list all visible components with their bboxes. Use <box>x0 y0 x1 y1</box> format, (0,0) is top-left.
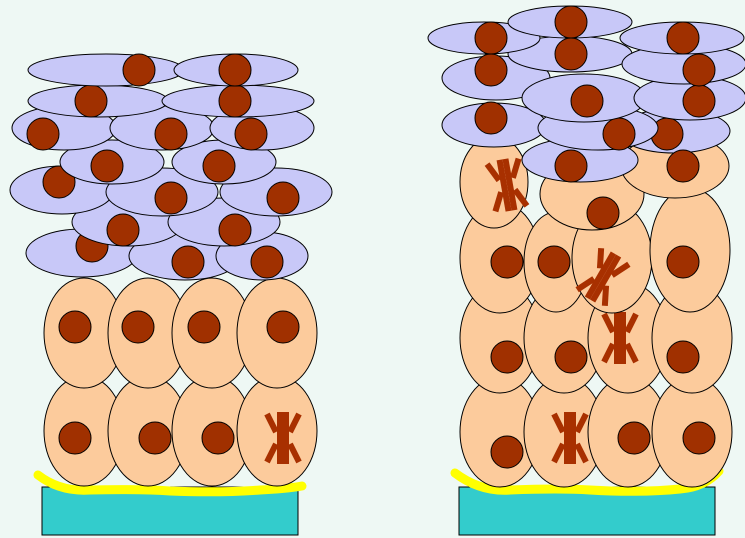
nucleus-icon <box>475 54 507 86</box>
nucleus-icon <box>27 118 59 150</box>
nucleus-icon <box>683 54 715 86</box>
nucleus-icon <box>155 182 187 214</box>
nucleus-icon <box>267 311 299 343</box>
nucleus-icon <box>219 54 251 86</box>
nucleus-icon <box>587 197 619 229</box>
nucleus-icon <box>555 150 587 182</box>
panel-right <box>428 6 745 535</box>
nucleus-icon <box>203 150 235 182</box>
nucleus-icon <box>555 6 587 38</box>
nucleus-icon <box>475 22 507 54</box>
nucleus-icon <box>251 246 283 278</box>
nucleus-icon <box>122 311 154 343</box>
nucleus-icon <box>91 150 123 182</box>
nucleus-icon <box>491 341 523 373</box>
nucleus-icon <box>172 246 204 278</box>
nucleus-icon <box>188 311 220 343</box>
nucleus-icon <box>219 214 251 246</box>
nucleus-icon <box>683 422 715 454</box>
nucleus-icon <box>59 311 91 343</box>
nucleus-icon <box>603 118 635 150</box>
nucleus-icon <box>667 341 699 373</box>
nucleus-icon <box>155 118 187 150</box>
superficial-cell <box>28 54 184 86</box>
nucleus-icon <box>491 436 523 468</box>
nucleus-icon <box>571 85 603 117</box>
nucleus-icon <box>139 422 171 454</box>
nucleus-icon <box>235 118 267 150</box>
nucleus-icon <box>202 422 234 454</box>
nucleus-icon <box>491 246 523 278</box>
nucleus-icon <box>618 422 650 454</box>
nucleus-icon <box>123 54 155 86</box>
panel-left <box>10 54 332 535</box>
nucleus-icon <box>107 214 139 246</box>
nucleus-icon <box>219 85 251 117</box>
nucleus-icon <box>683 85 715 117</box>
nucleus-icon <box>667 150 699 182</box>
nucleus-icon <box>538 246 570 278</box>
nucleus-icon <box>667 22 699 54</box>
nucleus-icon <box>555 341 587 373</box>
nucleus-icon <box>267 182 299 214</box>
nucleus-icon <box>59 422 91 454</box>
basal-cell <box>460 136 528 228</box>
nucleus-icon <box>75 85 107 117</box>
nucleus-icon <box>555 38 587 70</box>
nucleus-icon <box>475 102 507 134</box>
nucleus-icon <box>667 246 699 278</box>
